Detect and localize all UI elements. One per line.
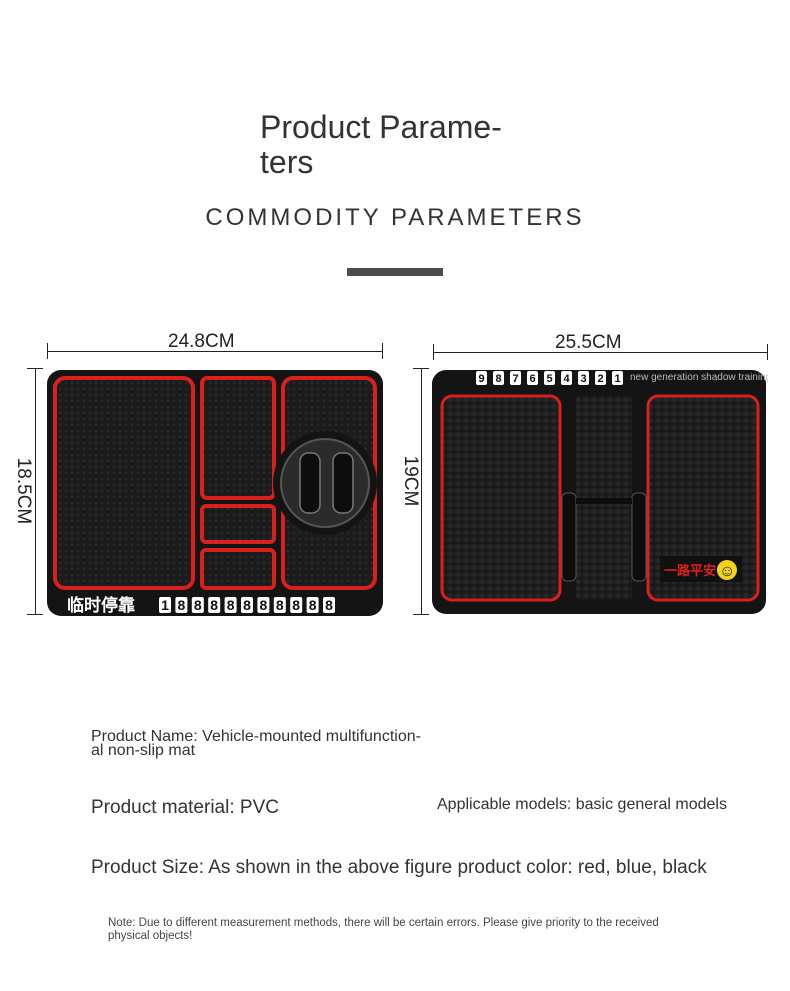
page-title: Product Parame- ters [260,110,560,180]
left-phone-digit-tile [306,597,319,613]
left-parking-text: 临时停靠 [67,595,135,615]
right-height-tick-end [413,614,429,615]
right-width-tick-end [767,344,768,360]
right-phone-digit-tile [527,371,538,385]
left-phone-digit-tile [241,597,253,613]
left-phone-digit-tile [323,597,335,613]
left-phone-digit: 8 [292,597,300,613]
right-width-dimension-line [433,352,768,353]
left-phone-digit: 8 [210,597,218,613]
left-phone-digit: 8 [243,597,251,613]
right-height-label: 19CM [400,455,421,507]
left-height-tick-end [27,614,43,615]
left-width-tick-start [47,343,48,359]
left-phone-digit: 8 [194,597,202,613]
left-height-tick-start [27,368,43,369]
right-phone-digit: 6 [529,373,535,385]
right-phone-digit-tile [612,371,623,385]
left-phone-digit-tile [290,597,303,613]
left-width-dimension-line [47,351,383,352]
left-phone-digit-tile [257,597,270,613]
spec-product-name: Product Name: Vehicle-mounted multifunct… [91,728,421,759]
right-phone-digit-tile [476,371,487,385]
spec-size-color: Product Size: As shown in the above figu… [91,857,707,878]
page-subtitle: COMMODITY PARAMETERS [205,204,585,231]
watermark-text: new generation shadow training [630,372,768,383]
spec-material: Product material: PVC [91,797,279,818]
right-phone-digit: 5 [546,373,552,385]
title-divider [347,268,443,276]
spec-product-name-line2: al non-slip mat [91,742,196,759]
left-phone-digit: 8 [260,597,268,613]
right-phone-digit: 2 [597,373,603,385]
right-width-tick-start [433,344,434,360]
left-width-label: 24.8CM [168,331,235,352]
left-phone-digit-tile [224,597,237,613]
right-phone-digit: 4 [563,373,570,385]
right-phone-digit: 9 [478,373,484,385]
page-title-line1: Product Parame- [260,109,502,145]
left-phone-digit: 8 [276,597,284,613]
left-phone-digit: 8 [227,597,235,613]
left-phone-digit-tile [208,597,221,613]
right-phone-digit-tile [544,371,555,385]
left-phone-digit: 1 [161,597,169,613]
right-phone-digit-tile [510,371,521,385]
left-phone-digit: 8 [309,597,317,613]
right-width-label: 25.5CM [555,332,622,353]
right-phone-digit-tile [561,371,572,385]
badge-text: 一路平安 [664,563,716,578]
left-phone-digit: 8 [178,597,186,613]
page-title-line2: ters [260,144,314,180]
right-phone-digit: 1 [614,373,620,385]
right-phone-digit-tile [595,371,606,385]
spec-note-line2: physical objects! [108,930,193,942]
right-phone-digit-tile [493,371,504,385]
left-phone-digit-tile [159,597,171,613]
right-phone-digit: 8 [495,373,501,385]
left-phone-digit-tile [273,597,286,613]
spec-product-name-line1: Product Name: Vehicle-mounted multifunct… [91,728,421,745]
left-height-dimension-line [35,368,36,615]
right-phone-digit-tile [578,371,589,385]
left-phone-digit: 8 [325,597,333,613]
left-phone-digit-tile [175,597,188,613]
right-phone-digit: 7 [512,373,518,385]
left-width-tick-end [382,343,383,359]
spec-models: Applicable models: basic general models [437,796,727,813]
right-height-dimension-line [421,368,422,615]
spec-note-line1: Note: Due to different measurement metho… [108,917,659,929]
left-phone-digit-tile [191,597,204,613]
smiley-icon: ☺ [719,563,735,580]
spec-note: Note: Due to different measurement metho… [108,917,659,943]
left-height-label: 18.5CM [13,457,34,525]
right-height-tick-start [413,368,429,369]
right-phone-digit: 3 [580,373,586,385]
